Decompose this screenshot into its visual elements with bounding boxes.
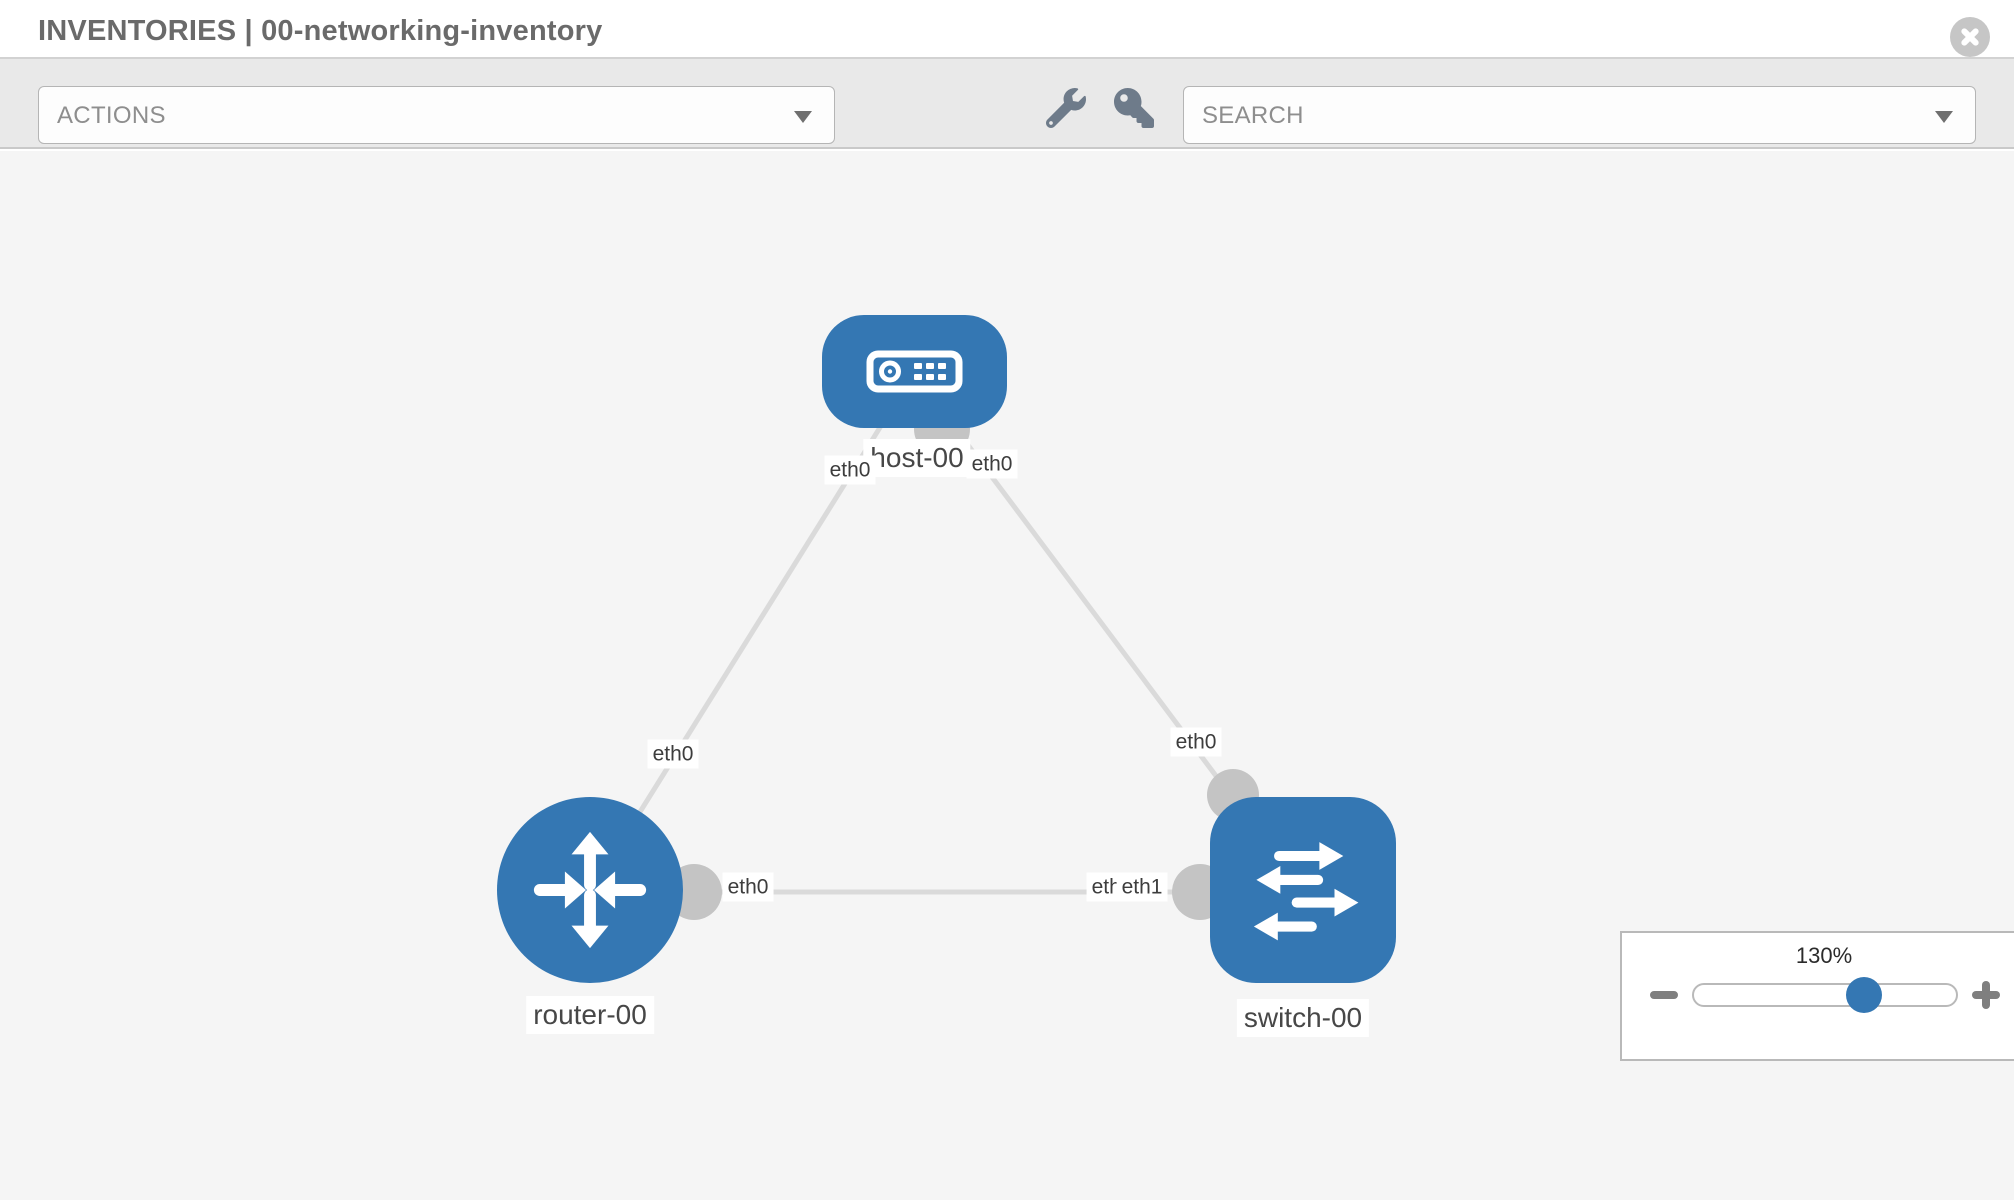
page-title: INVENTORIES | 00-networking-inventory <box>38 15 603 47</box>
interface-label: eth0 <box>824 455 876 485</box>
search-dropdown[interactable]: SEARCH <box>1183 86 1976 144</box>
interface-label: eth0 <box>647 739 699 769</box>
node-host-00[interactable] <box>822 315 1007 428</box>
switch-arrows-icon <box>1253 842 1359 941</box>
zoom-level-label: 130% <box>1795 943 1853 968</box>
interface-label: eth0 <box>966 449 1018 479</box>
interface-label: eth1 <box>1116 872 1168 902</box>
zoom-out-icon[interactable] <box>1650 991 1678 999</box>
credentials-button[interactable] <box>1114 88 1154 128</box>
node-switch-00[interactable] <box>1210 797 1396 983</box>
router-arrows-icon <box>533 831 647 949</box>
node-label-router: router-00 <box>526 996 654 1034</box>
search-placeholder: SEARCH <box>1202 102 1304 129</box>
actions-dropdown[interactable]: ACTIONS <box>38 86 835 144</box>
chevron-down-icon <box>1935 111 1953 123</box>
node-router-00[interactable] <box>497 797 683 983</box>
panel-header: INVENTORIES | 00-networking-inventory <box>0 0 2014 57</box>
toolbar: ACTIONS SEARCH <box>0 57 2014 149</box>
configure-button[interactable] <box>1045 88 1086 129</box>
node-label-switch: switch-00 <box>1236 999 1370 1037</box>
actions-dropdown-label: ACTIONS <box>57 102 166 129</box>
zoom-slider-handle[interactable] <box>1846 977 1882 1013</box>
close-icon[interactable] <box>1950 17 1990 57</box>
zoom-control-panel: 130% <box>1620 931 2014 1061</box>
key-icon <box>1114 88 1154 128</box>
chevron-down-icon <box>794 111 812 123</box>
topology-canvas[interactable]: host-00 router-00 switch-00 eth0 eth0 et… <box>0 151 2014 1200</box>
node-label-host: host-00 <box>863 439 971 477</box>
interface-label: eth0 <box>722 872 774 902</box>
wrench-icon <box>1045 88 1086 129</box>
zoom-in-icon[interactable] <box>1972 981 2000 1009</box>
server-icon <box>866 350 963 393</box>
interface-label: eth0 <box>1170 727 1222 757</box>
zoom-slider-track[interactable] <box>1692 983 1958 1007</box>
